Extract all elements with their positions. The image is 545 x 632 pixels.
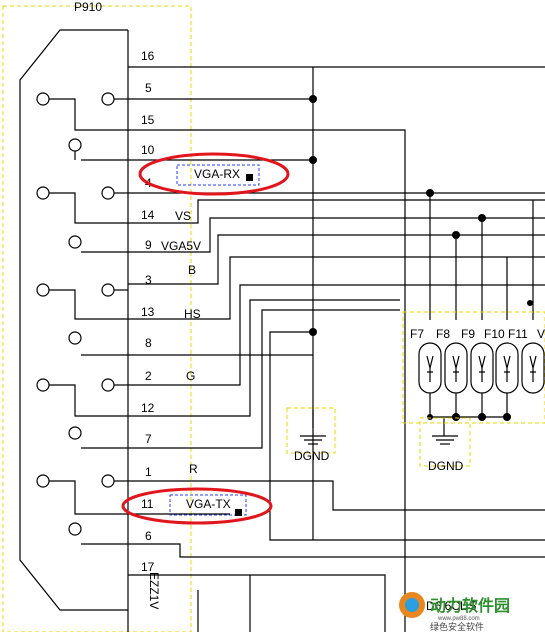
wiring xyxy=(127,66,545,632)
signal-b: B xyxy=(188,263,196,277)
signal-vs: VS xyxy=(175,209,191,223)
connector-ref-label: P910 xyxy=(74,0,102,14)
vga-tx-highlight xyxy=(121,487,273,525)
pin-number: 16 xyxy=(141,49,155,63)
ground-left-label: DGND xyxy=(294,449,330,463)
pin-number: 2 xyxy=(145,369,152,383)
vga-tx-box xyxy=(169,494,247,516)
pin-number: 7 xyxy=(145,432,152,446)
pin-15-contact xyxy=(101,92,115,106)
pin-number: 12 xyxy=(141,401,155,415)
pin-number: 3 xyxy=(145,273,152,287)
filter-label: F11 xyxy=(508,327,528,341)
ground-right-box xyxy=(419,417,471,467)
pin-number: 8 xyxy=(145,336,152,350)
pin-number: 13 xyxy=(141,305,155,319)
ground-left-box xyxy=(286,407,336,454)
vga-rx-label: VGA-RX xyxy=(194,167,240,181)
ground-symbol-icon xyxy=(300,435,326,445)
vertical-ref-label: EZZ1V xyxy=(147,572,161,609)
pin-10-contact xyxy=(68,138,82,152)
pin-3-contact xyxy=(36,283,50,297)
pin-number: 11 xyxy=(141,497,154,511)
vga-rx-terminal xyxy=(246,174,253,181)
signal-r: R xyxy=(189,462,198,476)
pin-12-contact xyxy=(101,378,115,392)
signal-g: G xyxy=(186,369,195,383)
ground-right-label: DGND xyxy=(428,459,464,473)
bottom-component-label: D6 6CL 5 xyxy=(426,599,477,613)
vga-rx-box xyxy=(176,164,260,186)
pin-7-contact xyxy=(68,426,82,440)
signal-hs: HS xyxy=(184,307,201,321)
pin-13-contact xyxy=(101,283,115,297)
pin-number: 15 xyxy=(141,113,155,127)
pin-8-contact xyxy=(68,331,82,345)
filter-bank-box xyxy=(402,311,545,424)
filter-label: V xyxy=(537,327,545,341)
filter-elements xyxy=(418,342,545,394)
pin-9-contact xyxy=(68,235,82,249)
pin-5-contact xyxy=(36,92,50,106)
pin-11-contact xyxy=(101,474,115,488)
pin-1-contact xyxy=(36,474,50,488)
connector-body xyxy=(19,29,128,611)
pin-number: 5 xyxy=(145,81,152,95)
filter-label: F7 xyxy=(410,327,424,341)
vga-tx-terminal xyxy=(235,509,242,516)
filter-label: F9 xyxy=(461,327,475,341)
pin-number: 17 xyxy=(141,560,155,574)
filter-labels: F7 F8 F9 F10 F11 V xyxy=(410,327,545,341)
pin-number: 1 xyxy=(145,465,152,479)
signal-vga5v: VGA5V xyxy=(161,239,201,253)
pin-6-contact xyxy=(68,522,82,536)
pin-4-contact xyxy=(36,186,50,200)
watermark-tagline: 绿色安全软件 xyxy=(430,621,484,632)
filter-label: F10 xyxy=(484,327,505,341)
vga-tx-label: VGA-TX xyxy=(186,497,231,511)
pin-number: 6 xyxy=(145,529,152,543)
watermark-url: www.pw88.com xyxy=(437,616,480,622)
vga-rx-highlight xyxy=(138,152,290,196)
filter-label: F8 xyxy=(436,327,450,341)
pin-14-contact xyxy=(101,186,115,200)
watermark: 动力软件园 www.pw88.com 绿色安全软件 xyxy=(399,592,510,632)
pin-number: 14 xyxy=(141,208,155,222)
pin-leads xyxy=(49,98,128,545)
ground-symbol-icon xyxy=(432,435,458,445)
pin-number: 9 xyxy=(145,238,152,252)
signal-labels: VS VGA5V B HS G R xyxy=(161,209,201,476)
junction-dots xyxy=(309,95,533,421)
watermark-brand: 动力软件园 xyxy=(430,596,510,615)
pin-number: 10 xyxy=(141,143,155,157)
pin-2-contact xyxy=(36,378,50,392)
